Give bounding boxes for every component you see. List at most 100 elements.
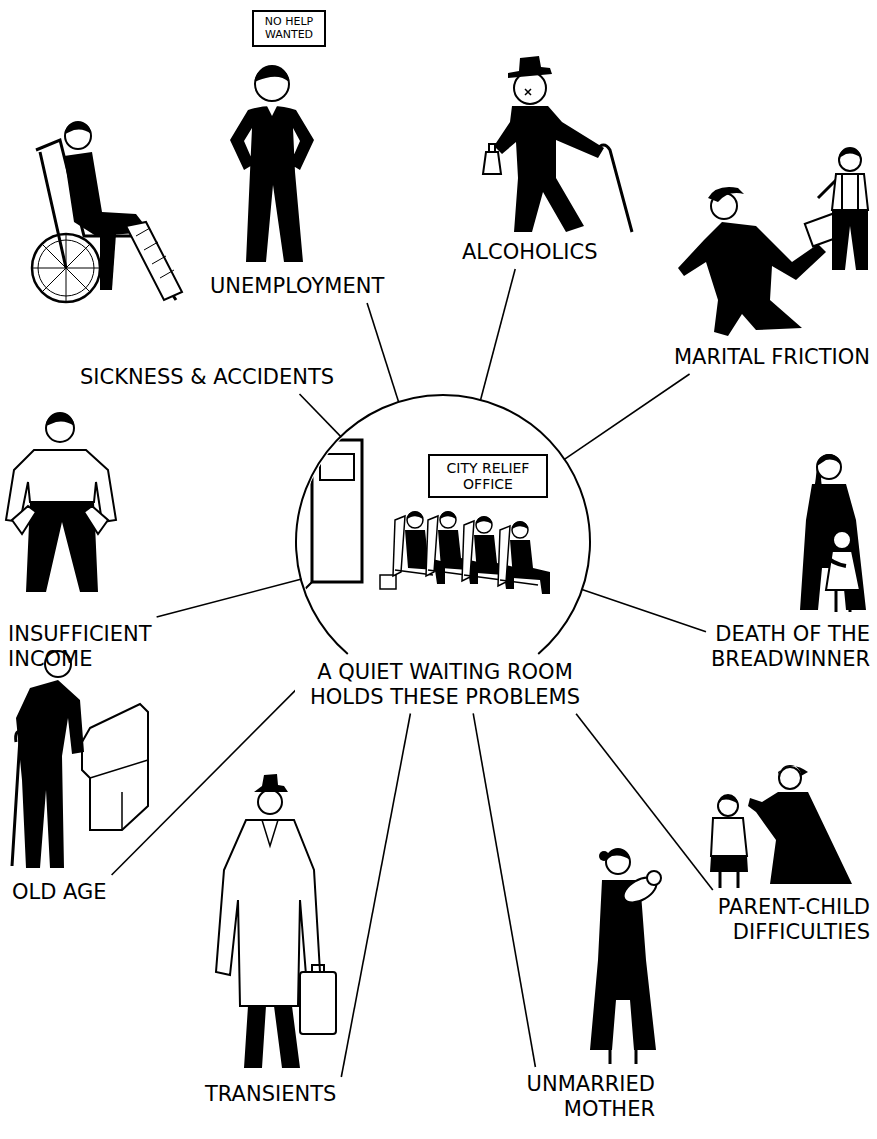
old-man-armchair [16, 731, 24, 742]
empty-pockets-man [46, 412, 74, 426]
quarrelling-couple [678, 147, 868, 336]
problem-label: SICKNESS & ACCIDENTS [80, 365, 334, 390]
alcoholic-man [489, 144, 495, 152]
old-man-armchair [90, 760, 148, 830]
label-text: SICKNESS & ACCIDENTS [80, 365, 334, 390]
problem-label: DEATH OF THE BREADWINNER [670, 622, 870, 672]
alcoholic-man [483, 56, 632, 232]
empty-pockets-man [12, 506, 36, 534]
waiting-room-scene [380, 575, 396, 589]
alcoholic-man [525, 89, 531, 95]
label-text: INSUFFICIENT INCOME [8, 622, 188, 672]
mother-with-baby [590, 880, 656, 1050]
transient-traveller [216, 774, 336, 1068]
problem-label: UNMARRIED MOTHER [455, 1072, 655, 1122]
label-text: DEATH OF THE BREADWINNER [670, 622, 870, 672]
label-text: ALCOHOLICS [462, 240, 597, 265]
waiting-room-scene [296, 440, 550, 598]
office-sign: CITY RELIEF OFFICE [428, 454, 548, 498]
mother-with-baby [606, 848, 630, 860]
label-text: UNEMPLOYMENT [210, 274, 384, 299]
old-man-armchair [82, 704, 148, 830]
circle-outline [296, 395, 590, 654]
mother-scolding-boy [779, 767, 801, 789]
empty-pockets-man [6, 412, 116, 592]
widow-and-child [812, 530, 846, 566]
connector-line [341, 714, 410, 1078]
wheelchair-patient [32, 121, 182, 302]
unemployed-man [255, 65, 289, 82]
label-text: PARENT-CHILD DIFFICULTIES [670, 895, 870, 945]
sign-text: CITY RELIEF OFFICE [436, 460, 540, 492]
quarrelling-couple [708, 187, 744, 202]
quarrelling-couple [678, 222, 826, 336]
mother-with-baby [647, 871, 661, 885]
mother-scolding-boy [711, 818, 747, 856]
quarrelling-couple [842, 174, 858, 210]
label-text: UNMARRIED MOTHER [455, 1072, 655, 1122]
problem-label: ALCOHOLICS [462, 240, 597, 265]
mother-scolding-boy [778, 765, 808, 776]
transient-traveller [244, 1006, 300, 1068]
widow-and-child [817, 455, 841, 479]
wheelchair-patient [65, 121, 91, 134]
alcoholic-man [508, 56, 552, 78]
empty-pockets-man [84, 506, 108, 534]
connector-line [112, 680, 306, 875]
widow-and-child [817, 454, 841, 466]
label-text: A QUIET WAITING ROOM HOLDS THESE PROBLEM… [295, 660, 595, 710]
connector-line [576, 714, 713, 890]
widow-and-child [836, 590, 850, 612]
unemployed-man [266, 104, 278, 116]
widow-and-child [800, 454, 866, 612]
old-man-armchair [16, 680, 84, 868]
sign-box: NO HELP WANTED [252, 10, 326, 47]
connector-line [367, 303, 399, 402]
label-text: MARITAL FRICTION [674, 345, 870, 370]
old-man-armchair [12, 738, 20, 866]
transient-traveller [262, 820, 278, 846]
quarrelling-couple [832, 174, 868, 210]
widow-and-child [826, 551, 860, 590]
problem-label: OLD AGE [12, 880, 107, 905]
old-man-armchair [12, 651, 148, 868]
transient-traveller [312, 965, 324, 972]
problem-label: MARITAL FRICTION [674, 345, 870, 370]
label-text: OLD AGE [12, 880, 107, 905]
quarrelling-couple [839, 147, 861, 158]
connector-line [473, 713, 535, 1067]
waiting-room-scene [498, 521, 550, 594]
mother-scolding-boy [720, 872, 738, 888]
mother-with-baby [610, 1050, 636, 1064]
connector-line [480, 269, 515, 401]
unemployed-man [230, 65, 314, 262]
mother-with-baby [590, 848, 661, 1064]
alcoholic-man [483, 152, 501, 174]
widow-and-child [833, 531, 851, 549]
connector-line [582, 590, 706, 632]
connector-line [300, 394, 342, 437]
label-text: TRANSIENTS [205, 1082, 336, 1107]
problem-label: INSUFFICIENT INCOME [8, 622, 188, 672]
alcoholic-man [494, 106, 604, 232]
sign-text: NO HELP WANTED [260, 16, 318, 41]
wheelchair-patient [136, 228, 174, 278]
connector-line [564, 374, 690, 460]
alcoholic-man [596, 145, 632, 232]
transient-traveller [300, 972, 336, 1034]
mother-scolding-boy [710, 765, 852, 888]
transient-traveller [254, 774, 288, 792]
quarrelling-couple [832, 210, 868, 270]
transient-traveller [258, 790, 282, 814]
mother-with-baby [599, 851, 609, 861]
problem-label: TRANSIENTS [205, 1082, 336, 1107]
widow-and-child [800, 484, 866, 610]
waiting-room-circle: A QUIET WAITING ROOM HOLDS THESE PROBLEM… [250, 392, 640, 710]
unemployed-man [230, 106, 314, 262]
waiting-room-scene [320, 454, 354, 480]
mother-scolding-boy [718, 794, 738, 804]
mother-scolding-boy [748, 792, 852, 884]
